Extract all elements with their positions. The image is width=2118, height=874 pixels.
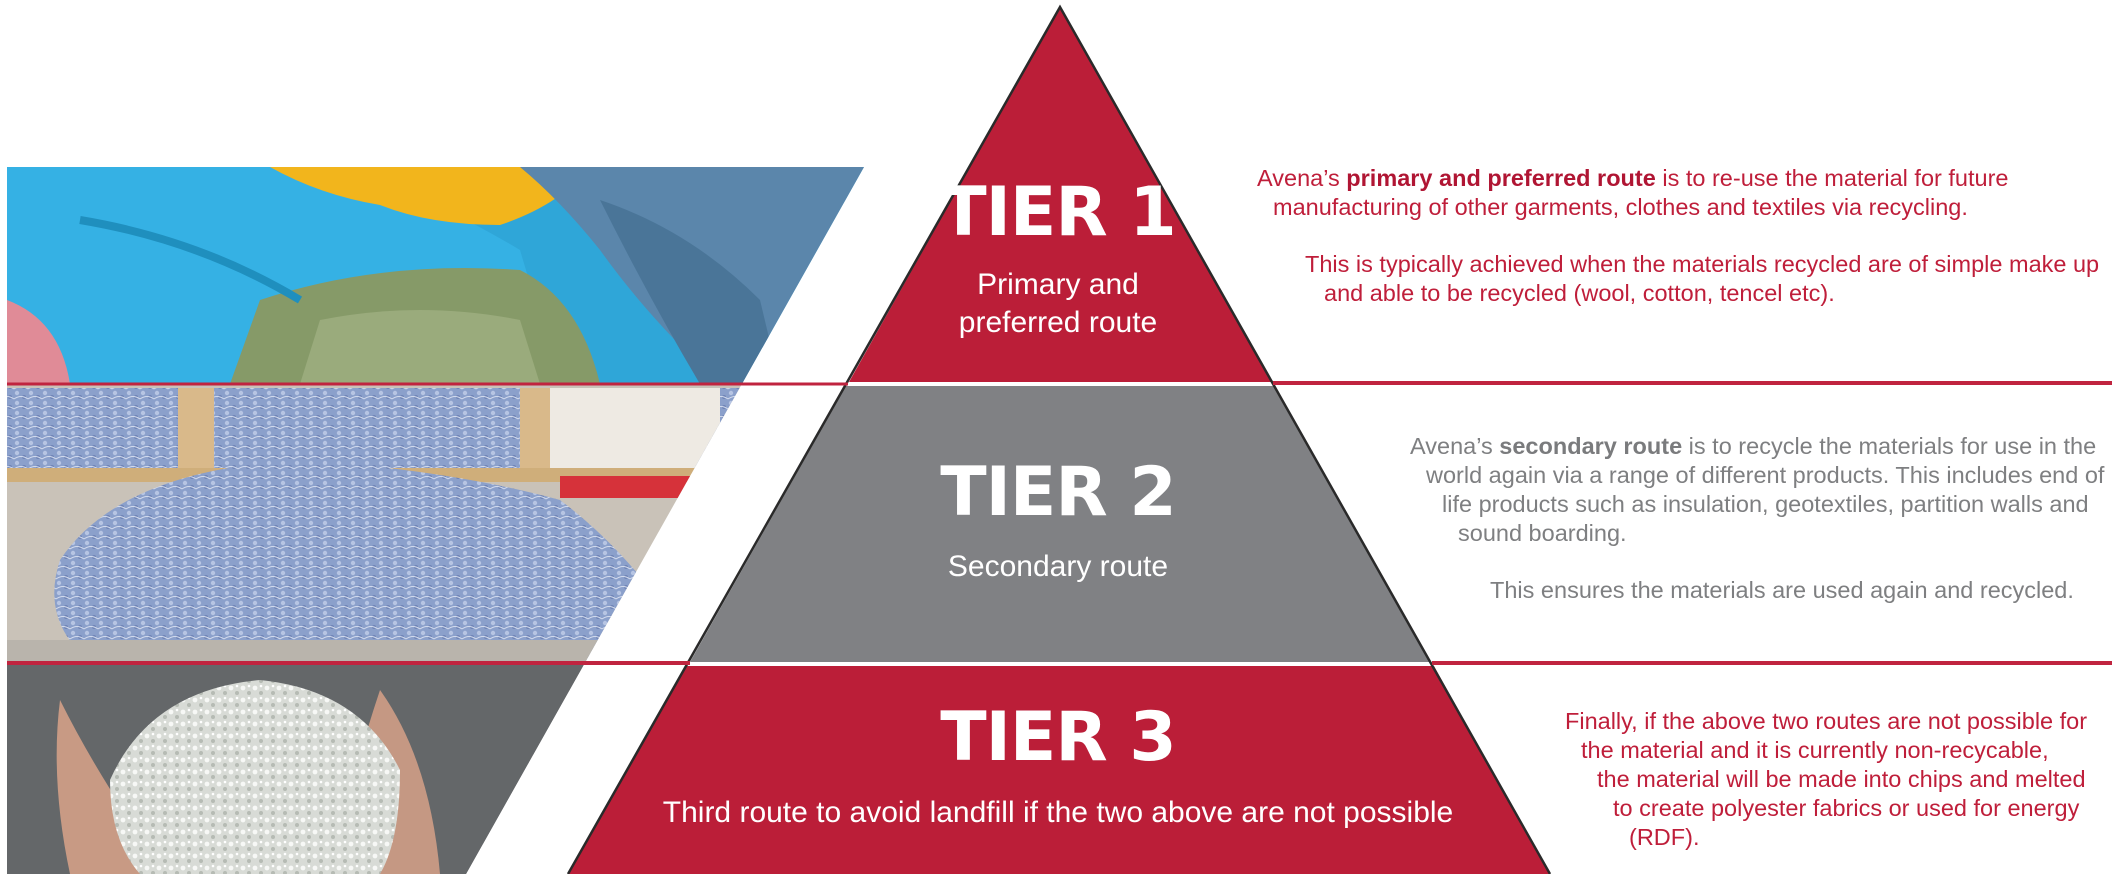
- tier-1-desc-line: Avena’s primary and preferred route is t…: [1257, 165, 2009, 191]
- pyramid-outline: [566, 4, 1552, 874]
- mixed-clothing-pile-photo: [7, 167, 864, 384]
- tier-3-desc-line: the material will be made into chips and…: [1597, 766, 2086, 792]
- tier-3-desc-line: (RDF).: [1629, 824, 1700, 850]
- tier-3-desc-line: Finally, if the above two routes are not…: [1565, 708, 2088, 734]
- tier-2-desc-line: life products such as insulation, geotex…: [1442, 491, 2089, 517]
- tier-2-band: [690, 386, 1431, 662]
- tier-2-desc-line: world again via a range of different pro…: [1426, 462, 2105, 488]
- tier-1-desc-line: This is typically achieved when the mate…: [1305, 251, 2100, 277]
- tier-2-description: Avena’s secondary route is to recycle th…: [1410, 432, 2104, 605]
- tier-3-title: TIER 3: [940, 698, 1176, 777]
- tier-2-desc-line: sound boarding.: [1458, 520, 1627, 546]
- tier-3-desc-line: the material and it is currently non-rec…: [1581, 737, 2049, 763]
- tier-1-subtitle-line-1: Primary and: [977, 268, 1139, 301]
- tier-3-description: Finally, if the above two routes are not…: [1565, 707, 2087, 852]
- tier-1-desc-line: manufacturing of other garments, clothes…: [1273, 194, 1968, 220]
- tier-3-desc-line: to create polyester fabrics or used for …: [1613, 795, 2080, 821]
- tier-3-subtitle: Third route to avoid landfill if the two…: [663, 796, 1453, 829]
- tier-2-desc-line: This ensures the materials are used agai…: [1490, 577, 2074, 603]
- tier-1-subtitle-line-2: preferred route: [959, 306, 1157, 339]
- tier-1-title: TIER 1: [940, 173, 1176, 252]
- tier-1-band: [849, 7, 1271, 382]
- tier-2-desc-line: Avena’s secondary route is to recycle th…: [1410, 433, 2097, 459]
- tier-1-desc-line: and able to be recycled (wool, cotton, t…: [1324, 280, 1835, 306]
- tier-2-subtitle: Secondary route: [948, 550, 1168, 583]
- tier-3-band: [569, 666, 1549, 874]
- tier-1-description: Avena’s primary and preferred route is t…: [1257, 164, 2099, 308]
- tier-2-title: TIER 2: [940, 453, 1176, 532]
